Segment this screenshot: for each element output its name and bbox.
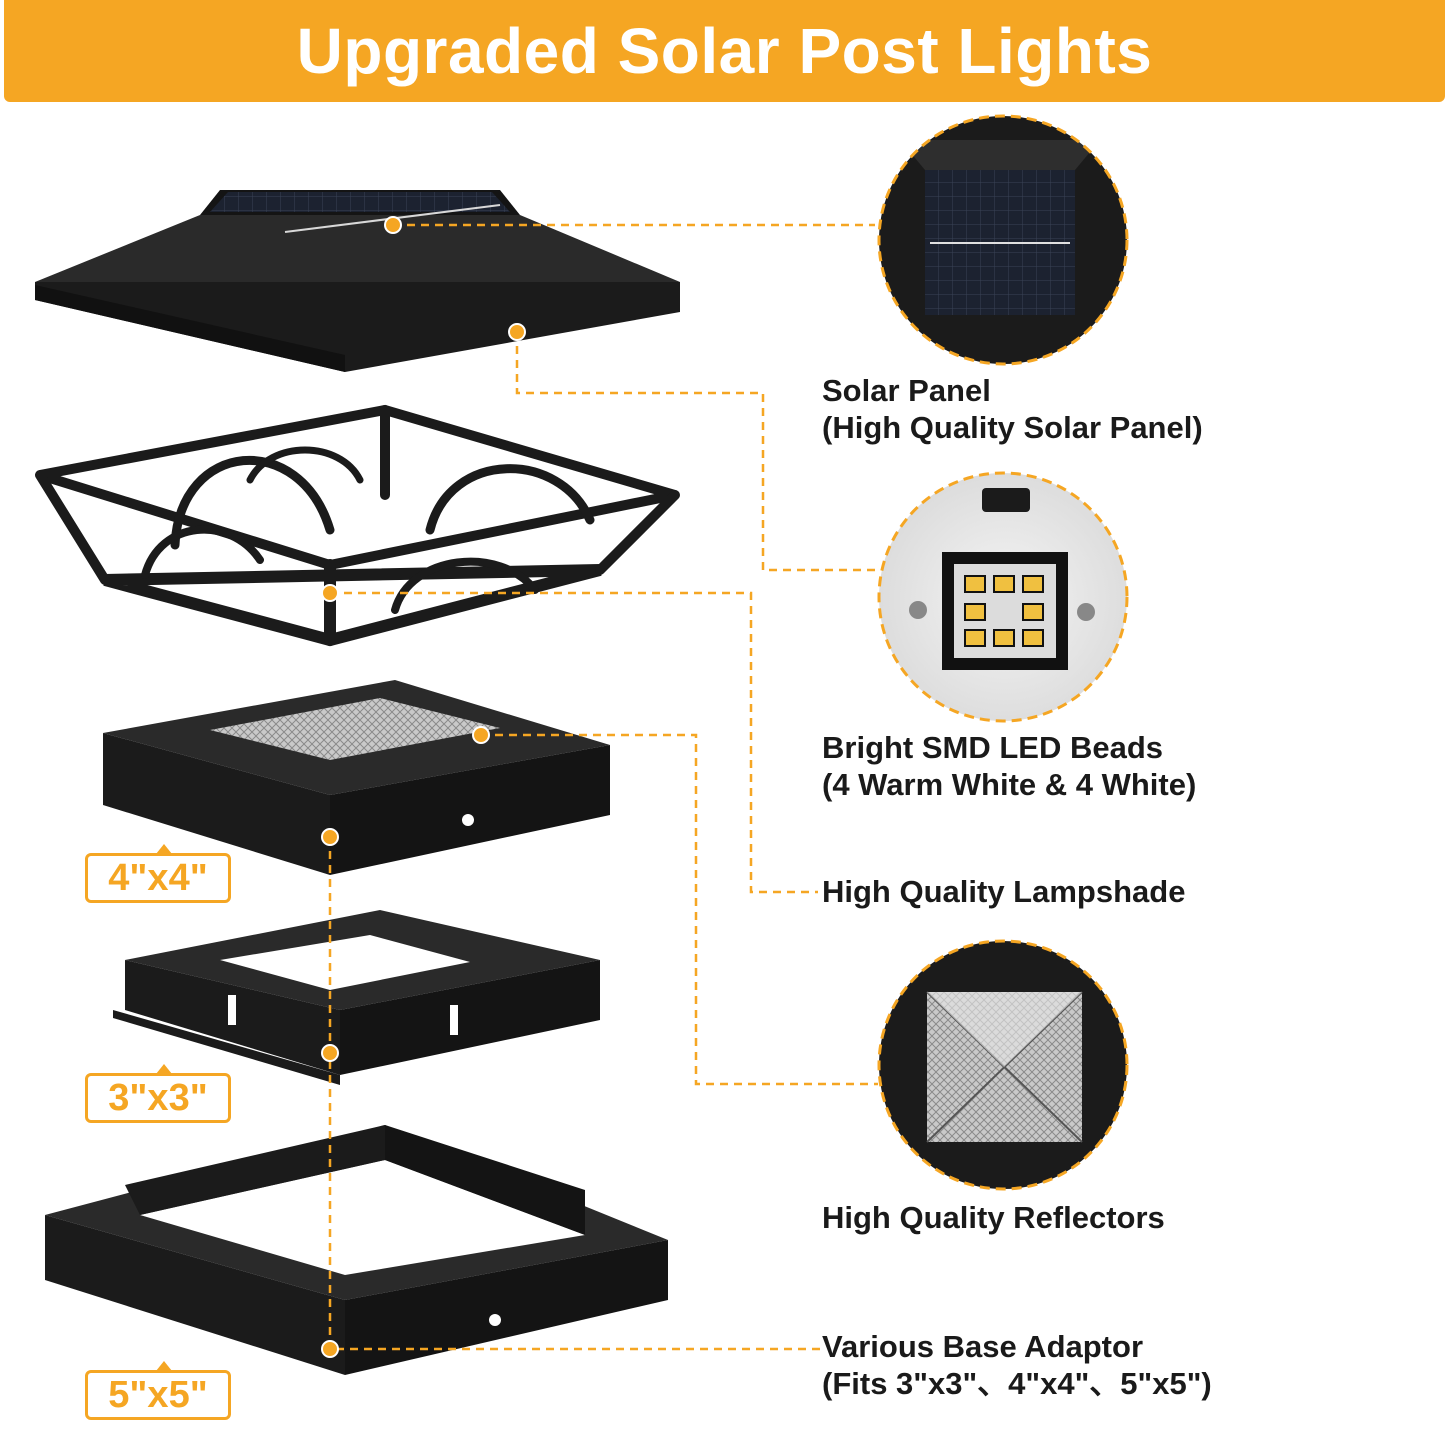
lampshade-cage	[35, 404, 680, 647]
led-beads-detail	[877, 471, 1129, 723]
feature-led-beads-subtitle: (4 Warm White & 4 White)	[822, 767, 1197, 802]
reflectors-detail	[877, 939, 1129, 1191]
leader-dots	[321, 216, 526, 1358]
size-badge-3x3: 3"x3"	[85, 1064, 231, 1123]
light-housing	[103, 680, 610, 875]
solar-lid	[35, 190, 680, 372]
feature-led-beads-title: Bright SMD LED Beads	[822, 730, 1164, 765]
solar-panel-detail	[877, 114, 1129, 366]
feature-solar-panel: Solar Panel (High Quality Solar Panel)	[822, 372, 1203, 446]
feature-lampshade-title: High Quality Lampshade	[822, 874, 1186, 909]
page-title: Upgraded Solar Post Lights	[296, 15, 1153, 87]
title-banner: Upgraded Solar Post Lights	[4, 0, 1445, 102]
size-badge-5x5: 5"x5"	[85, 1361, 231, 1420]
feature-base-adaptor-subtitle: (Fits 3"x3"、4"x4"、5"x5")	[822, 1366, 1212, 1401]
feature-led-beads: Bright SMD LED Beads (4 Warm White & 4 W…	[822, 729, 1196, 803]
feature-solar-panel-subtitle: (High Quality Solar Panel)	[822, 410, 1203, 445]
size-badge-4x4: 4"x4"	[85, 844, 231, 903]
adaptor-3x3	[113, 910, 600, 1085]
feature-reflectors: High Quality Reflectors	[822, 1199, 1165, 1236]
feature-reflectors-title: High Quality Reflectors	[822, 1200, 1165, 1235]
base-adaptor-5x5	[45, 1125, 668, 1375]
feature-lampshade: High Quality Lampshade	[822, 873, 1185, 910]
feature-base-adaptor-title: Various Base Adaptor	[822, 1329, 1144, 1364]
feature-base-adaptor: Various Base Adaptor (Fits 3"x3"、4"x4"、5…	[822, 1328, 1212, 1402]
feature-solar-panel-title: Solar Panel	[822, 373, 991, 408]
